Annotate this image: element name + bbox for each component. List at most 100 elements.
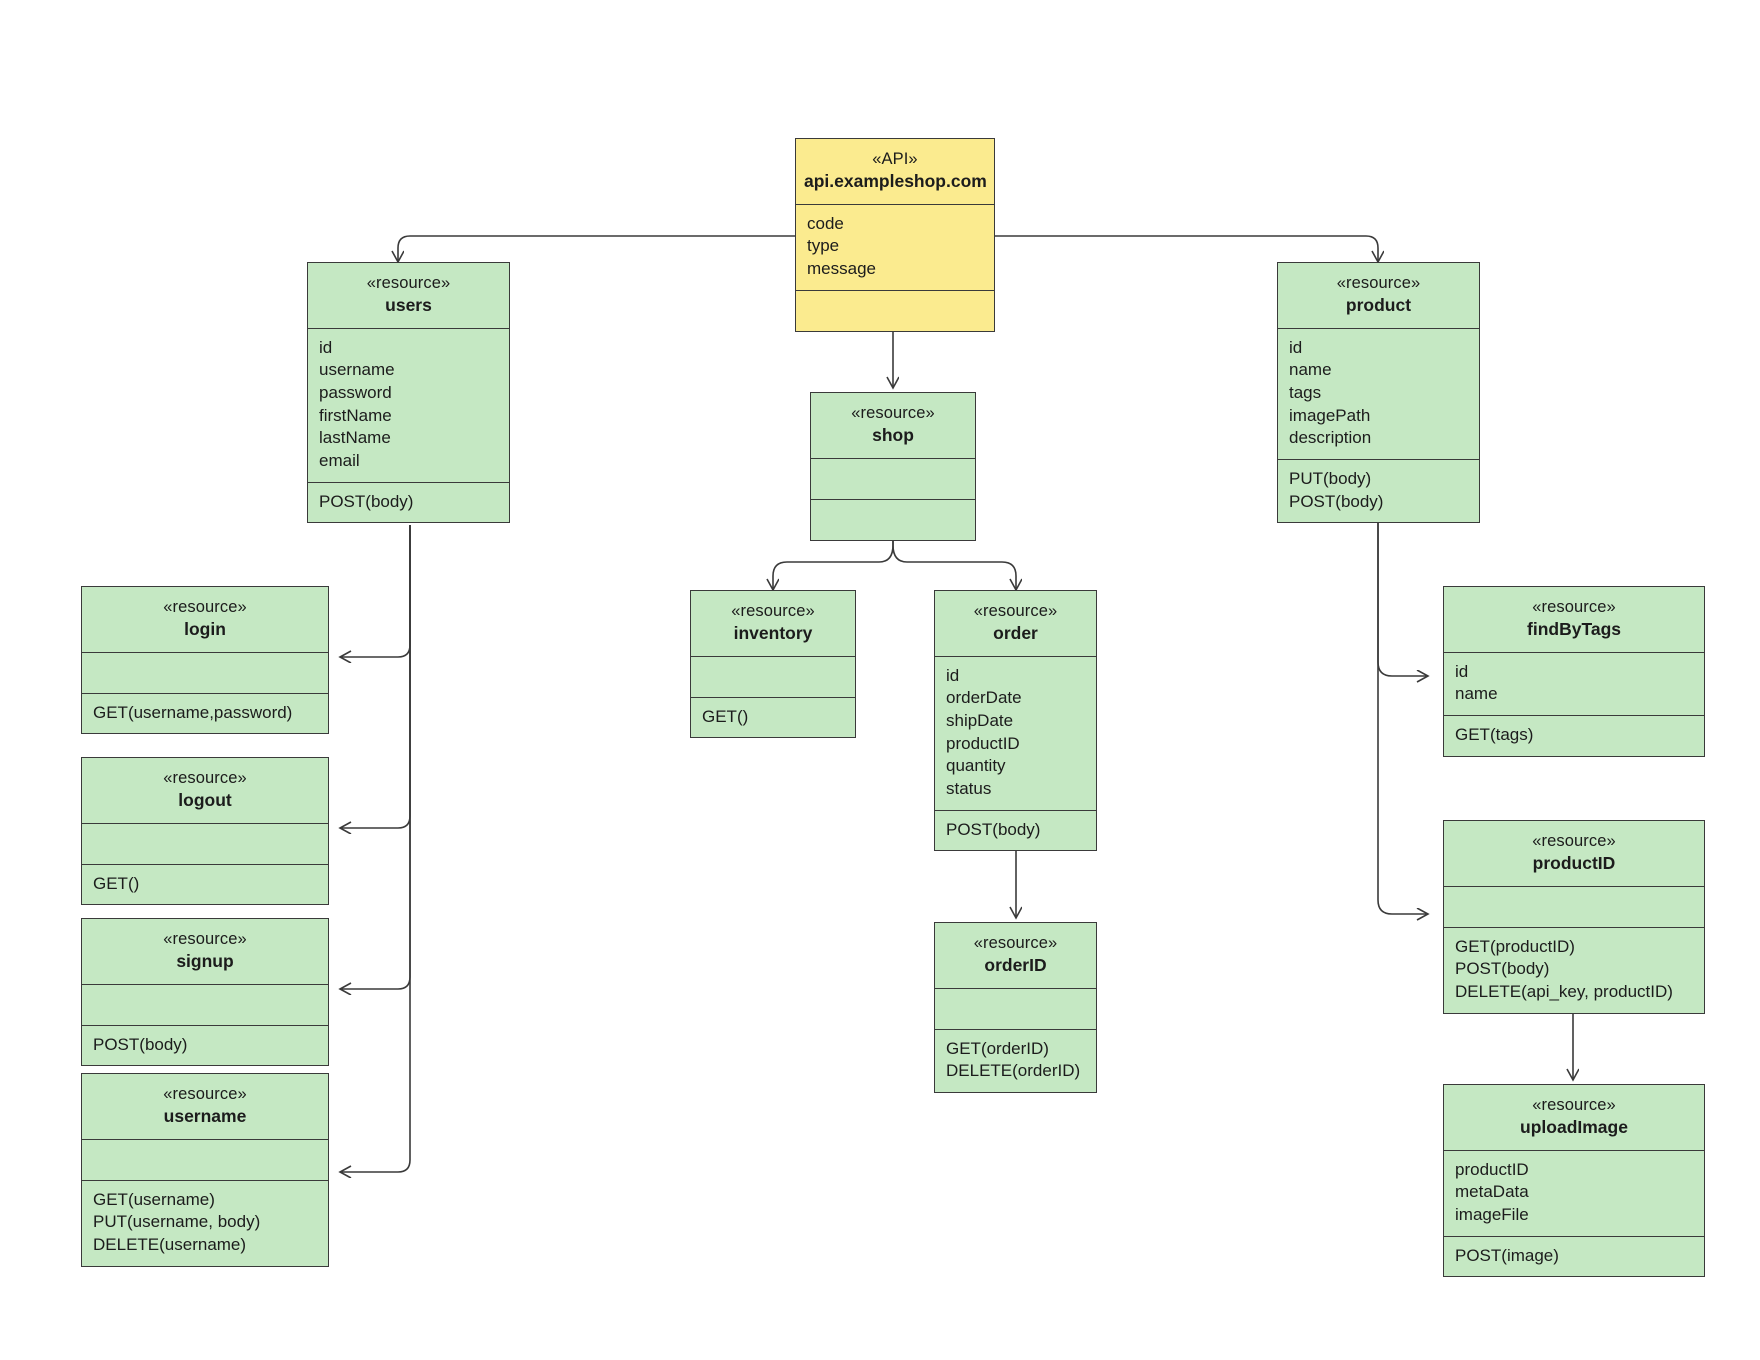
attribute-row: name [1455, 684, 1498, 704]
node-signup-attributes [82, 983, 328, 1025]
attribute-row: id [319, 337, 333, 357]
node-productid-operations: GET(productID) POST(body) DELETE(api_key… [1444, 926, 1704, 1013]
attribute-row: metaData [1455, 1182, 1529, 1202]
operation-row: GET() [702, 706, 749, 726]
edge-api-users [398, 235, 795, 262]
node-uploadimage-stereotype: «resource» [1532, 1096, 1616, 1114]
edge-users-login [340, 525, 411, 657]
node-productid-stereotype: «resource» [1532, 832, 1616, 850]
node-login-stereotype: «resource» [163, 598, 247, 616]
attribute-row: type [807, 236, 840, 256]
attribute-row: orderDate [946, 688, 1022, 708]
node-orderid-operations: GET(orderID) DELETE(orderID) [935, 1028, 1096, 1092]
node-orderid-title: orderID [984, 955, 1047, 976]
node-logout-title: logout [178, 790, 232, 811]
node-logout[interactable]: «resource» logout GET() [81, 757, 329, 906]
node-productid[interactable]: «resource» productID GET(productID) POST… [1443, 820, 1705, 1014]
node-uploadimage-title: uploadImage [1520, 1117, 1628, 1138]
node-shop-header: «resource» shop [811, 393, 975, 458]
node-logout-header: «resource» logout [82, 758, 328, 823]
node-findbytags[interactable]: «resource» findByTags id name GET(tags) [1443, 586, 1705, 757]
attribute-row: message [807, 258, 876, 278]
node-product[interactable]: «resource» product id name tags imagePat… [1277, 262, 1480, 524]
node-findbytags-title: findByTags [1527, 619, 1621, 640]
node-username-operations: GET(username) PUT(username, body) DELETE… [82, 1179, 328, 1266]
node-order-stereotype: «resource» [973, 602, 1058, 620]
node-order-operations: POST(body) [935, 809, 1096, 851]
node-username[interactable]: «resource» username GET(username) PUT(us… [81, 1073, 329, 1267]
node-order[interactable]: «resource» order id orderDate shipDate p… [934, 590, 1097, 852]
edge-users-logout [340, 525, 411, 828]
node-order-header: «resource» order [935, 591, 1096, 656]
node-order-title: order [993, 623, 1038, 644]
node-api-attributes: code type message [796, 203, 994, 290]
node-users-stereotype: «resource» [366, 274, 451, 292]
node-inventory-operations: GET() [691, 696, 855, 738]
node-product-header: «resource» product [1278, 263, 1479, 328]
operation-row: PUT(username, body) [93, 1212, 261, 1232]
node-signup-operations: POST(body) [82, 1024, 328, 1066]
node-order-attributes: id orderDate shipDate productID quantity… [935, 655, 1096, 810]
attribute-row: quantity [946, 756, 1006, 776]
node-username-attributes [82, 1138, 328, 1180]
operation-row: GET(username) [93, 1189, 215, 1209]
node-uploadimage-header: «resource» uploadImage [1444, 1085, 1704, 1150]
node-productid-attributes [1444, 885, 1704, 927]
node-username-header: «resource» username [82, 1074, 328, 1139]
node-orderid[interactable]: «resource» orderID GET(orderID) DELETE(o… [934, 922, 1097, 1093]
node-findbytags-header: «resource» findByTags [1444, 587, 1704, 652]
node-api-header: «API» api.exampleshop.com [796, 139, 994, 204]
edge-users-username [340, 525, 411, 1172]
attribute-row: status [946, 778, 992, 798]
operation-row: POST(body) [319, 491, 414, 511]
operation-row: DELETE(username) [93, 1234, 247, 1254]
node-username-stereotype: «resource» [163, 1085, 247, 1103]
attribute-row: shipDate [946, 710, 1014, 730]
node-orderid-header: «resource» orderID [935, 923, 1096, 988]
operation-row: DELETE(api_key, productID) [1455, 981, 1673, 1001]
node-orderid-stereotype: «resource» [973, 934, 1058, 952]
edge-api-product [995, 235, 1378, 262]
node-login-title: login [184, 619, 226, 640]
operation-row: POST(body) [1455, 959, 1550, 979]
node-inventory-stereotype: «resource» [731, 602, 815, 620]
operation-row: GET(tags) [1455, 724, 1534, 744]
node-findbytags-attributes: id name [1444, 651, 1704, 715]
operation-row: GET(orderID) [946, 1038, 1049, 1058]
attribute-row: name [1289, 360, 1332, 380]
node-signup[interactable]: «resource» signup POST(body) [81, 918, 329, 1067]
node-users[interactable]: «resource» users id username password fi… [307, 262, 510, 524]
node-login-header: «resource» login [82, 587, 328, 652]
node-signup-title: signup [176, 951, 234, 972]
node-shop-title: shop [872, 425, 914, 446]
operation-row: PUT(body) [1289, 468, 1372, 488]
node-findbytags-operations: GET(tags) [1444, 714, 1704, 756]
node-shop[interactable]: «resource» shop [810, 392, 976, 541]
node-signup-header: «resource» signup [82, 919, 328, 984]
node-api-stereotype: «API» [872, 150, 918, 168]
attribute-row: firstName [319, 405, 392, 425]
attribute-row: description [1289, 428, 1372, 448]
node-users-operations: POST(body) [308, 481, 509, 523]
edge-product-findbytags [1377, 518, 1428, 676]
node-inventory[interactable]: «resource» inventory GET() [690, 590, 856, 739]
node-username-title: username [163, 1106, 247, 1127]
attribute-row: id [946, 665, 960, 685]
node-api-title: api.exampleshop.com [804, 171, 987, 192]
attribute-row: email [319, 450, 360, 470]
node-uploadimage-operations: POST(image) [1444, 1235, 1704, 1277]
operation-row: POST(body) [93, 1034, 188, 1054]
node-login[interactable]: «resource» login GET(username,password) [81, 586, 329, 735]
node-api[interactable]: «API» api.exampleshop.com code type mess… [795, 138, 995, 332]
node-product-attributes: id name tags imagePath description [1278, 327, 1479, 459]
attribute-row: username [319, 360, 395, 380]
node-inventory-title: inventory [733, 623, 813, 644]
node-api-operations [796, 289, 994, 331]
attribute-row: imageFile [1455, 1204, 1529, 1224]
node-logout-operations: GET() [82, 863, 328, 905]
node-signup-stereotype: «resource» [163, 930, 247, 948]
node-uploadimage-attributes: productID metaData imageFile [1444, 1149, 1704, 1236]
node-uploadimage[interactable]: «resource» uploadImage productID metaDat… [1443, 1084, 1705, 1278]
node-shop-attributes [811, 457, 975, 499]
attribute-row: code [807, 213, 844, 233]
